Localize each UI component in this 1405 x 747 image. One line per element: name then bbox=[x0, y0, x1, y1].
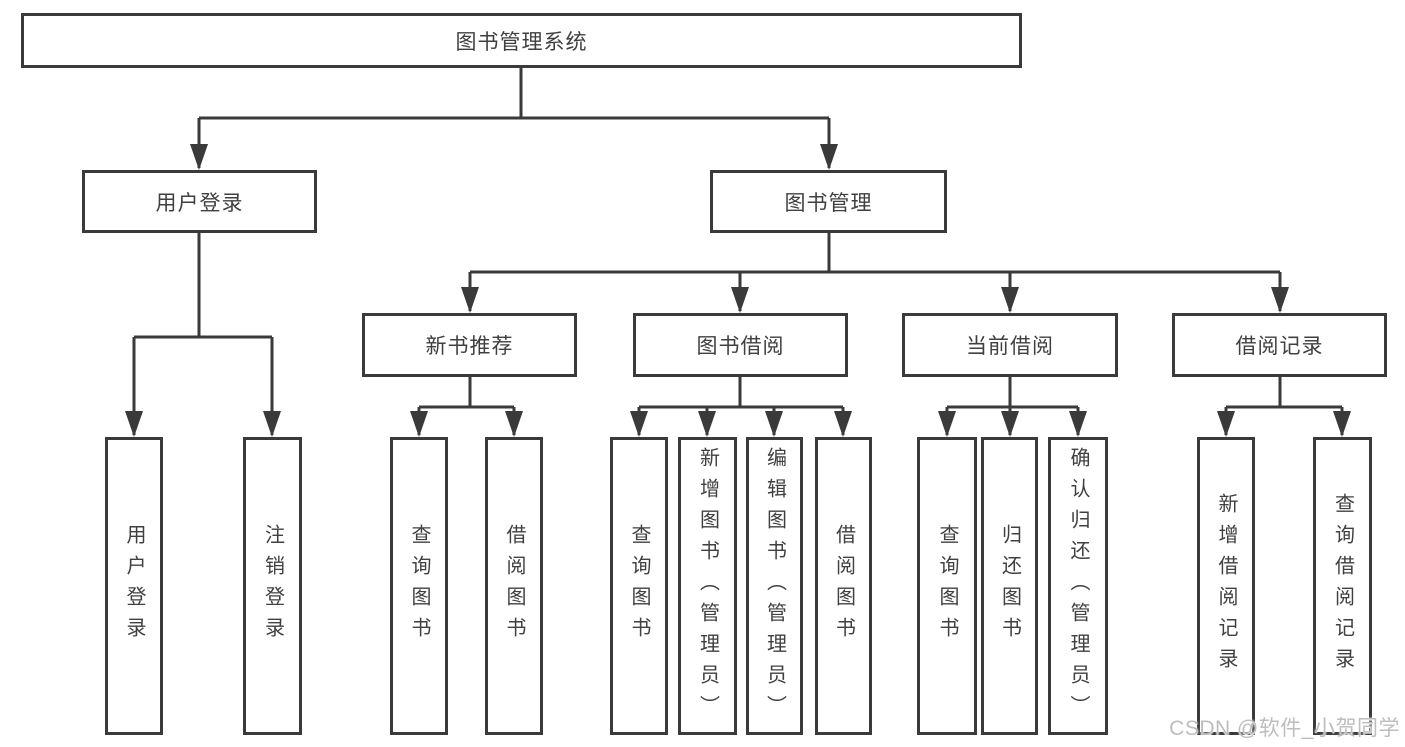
node-label: 图书管理 bbox=[784, 191, 873, 215]
leaf-borrow-book: 借阅图书 bbox=[815, 437, 872, 735]
leaf-add-borrow-record: 新增借阅记录 bbox=[1197, 437, 1255, 735]
leaf-label: 用户登录 bbox=[123, 524, 145, 648]
node-label: 图书借阅 bbox=[696, 335, 785, 358]
leaf-borrow-book-recommend: 借阅图书 bbox=[485, 437, 543, 735]
leaf-edit-book-admin: 编辑图书（管理员） bbox=[746, 437, 803, 735]
leaf-label: 编辑图书（管理员） bbox=[763, 446, 786, 726]
leaf-label: 查询图书 bbox=[628, 524, 650, 648]
leaf-label: 新增图书（管理员） bbox=[696, 446, 719, 726]
leaf-query-current-borrow: 查询图书 bbox=[917, 437, 977, 735]
leaf-user-login: 用户登录 bbox=[105, 437, 163, 735]
leaf-label: 借阅图书 bbox=[503, 524, 525, 648]
node-user-login: 用户登录 bbox=[82, 170, 317, 233]
leaf-label: 注销登录 bbox=[261, 524, 284, 648]
leaf-logout: 注销登录 bbox=[243, 437, 302, 735]
leaf-query-borrow-record: 查询借阅记录 bbox=[1313, 437, 1372, 735]
leaf-query-book: 查询图书 bbox=[610, 437, 668, 735]
leaf-label: 确认归还（管理员） bbox=[1067, 446, 1089, 726]
leaf-label: 借阅图书 bbox=[832, 524, 855, 648]
leaf-add-book-admin: 新增图书（管理员） bbox=[678, 437, 737, 735]
node-current-borrow: 当前借阅 bbox=[902, 313, 1118, 377]
node-library-management-system: 图书管理系统 bbox=[21, 13, 1022, 68]
node-label: 用户登录 bbox=[155, 191, 244, 215]
leaf-label: 查询图书 bbox=[936, 524, 958, 648]
node-book-management: 图书管理 bbox=[710, 170, 947, 233]
leaf-label: 查询借阅记录 bbox=[1331, 493, 1354, 679]
leaf-label: 查询图书 bbox=[408, 524, 430, 648]
node-book-borrow: 图书借阅 bbox=[633, 313, 848, 377]
leaf-label: 新增借阅记录 bbox=[1215, 493, 1237, 679]
node-borrow-record: 借阅记录 bbox=[1172, 313, 1387, 377]
node-label: 图书管理系统 bbox=[455, 30, 588, 54]
leaf-confirm-return-admin: 确认归还（管理员） bbox=[1048, 437, 1108, 735]
leaf-query-book-recommend: 查询图书 bbox=[390, 437, 448, 735]
node-label: 新书推荐 bbox=[425, 335, 514, 358]
leaf-label: 归还图书 bbox=[998, 524, 1021, 648]
node-new-book-recommend: 新书推荐 bbox=[362, 313, 577, 377]
leaf-return-book: 归还图书 bbox=[981, 437, 1038, 735]
node-label: 当前借阅 bbox=[966, 335, 1054, 358]
node-label: 借阅记录 bbox=[1235, 335, 1324, 358]
